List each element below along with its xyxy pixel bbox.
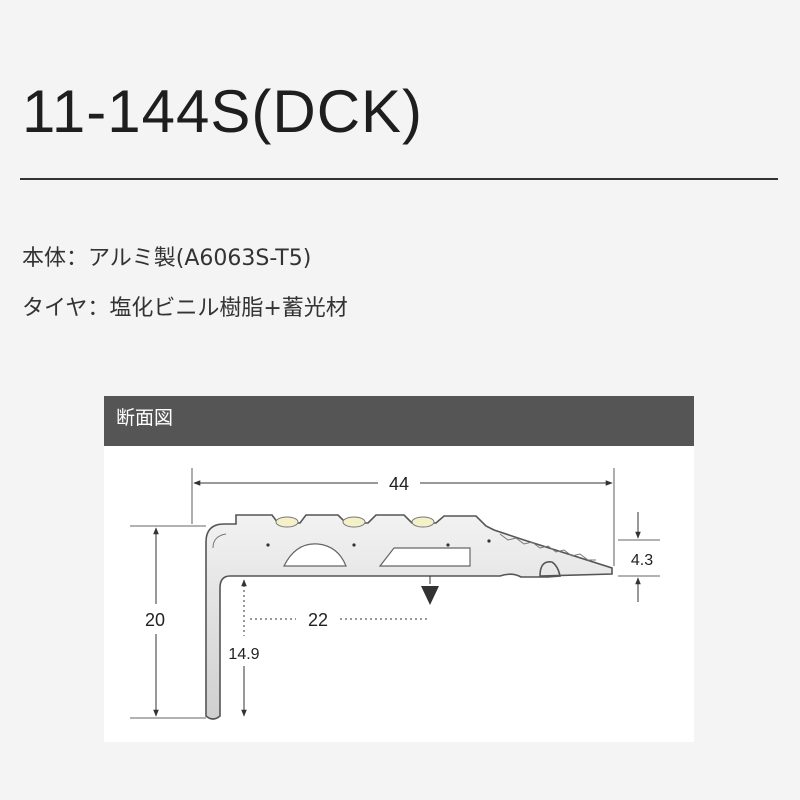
center-marker-icon: [421, 586, 439, 605]
luminous-insert-2: [342, 516, 366, 528]
tire-recess-left: [283, 543, 347, 567]
profile-dots: [266, 539, 491, 547]
dim-nose-height-label: 4.3: [631, 552, 653, 569]
dim-height-label: 20: [145, 610, 165, 630]
luminous-insert-3: [411, 516, 435, 528]
luminous-insert-1: [275, 516, 299, 528]
cross-section-header: 断面図: [104, 396, 694, 446]
dim-inner-height-label: 14.9: [228, 646, 259, 663]
spec-label: タイヤ：: [22, 296, 110, 321]
title-divider: [20, 178, 778, 180]
nose-grip-ridges: [499, 533, 596, 561]
spec-body-material: 本体：アルミ製(A6063S-T5): [22, 248, 311, 270]
spec-label: 本体：: [22, 246, 89, 271]
dim-width-label: 44: [389, 474, 409, 494]
tire-recess-right: [378, 547, 471, 567]
spec-value: 塩化ビニル樹脂+蓄光材: [109, 296, 348, 321]
spec-value: アルミ製(A6063S-T5): [88, 246, 312, 271]
cross-section-heading: 断面図: [116, 407, 174, 429]
product-model-title: 11-144S(DCK): [22, 78, 424, 145]
spec-tire-material: タイヤ：塩化ビニル樹脂+蓄光材: [22, 298, 348, 320]
riser-bevel: [212, 533, 227, 549]
cross-section-panel: [104, 446, 694, 742]
dim-depth-label: 22: [308, 610, 328, 630]
